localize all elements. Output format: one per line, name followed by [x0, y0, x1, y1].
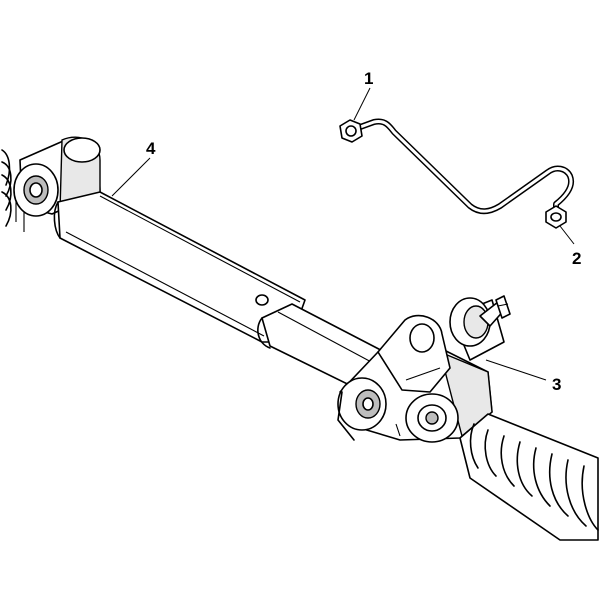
fluid-line-fitting-nut-2 — [545, 205, 567, 229]
callout-4: 4 — [146, 139, 156, 158]
rack-housing-tube — [53, 191, 306, 343]
fluid-line-pipe — [349, 118, 574, 215]
fluid-line-fitting-nut-1 — [339, 119, 363, 143]
callout-3: 3 — [552, 375, 561, 394]
pinion-valve-housing — [337, 295, 511, 443]
callout-2: 2 — [572, 249, 581, 268]
right-bellows-boot — [459, 413, 599, 541]
callout-1: 1 — [364, 69, 373, 88]
left-mounting-bushing — [13, 136, 101, 232]
leader-line-3 — [485, 359, 547, 381]
leader-line-1 — [353, 87, 371, 121]
left-bellows-stub — [1, 149, 12, 227]
leader-line-2 — [559, 225, 575, 245]
leader-line-4 — [111, 157, 151, 197]
